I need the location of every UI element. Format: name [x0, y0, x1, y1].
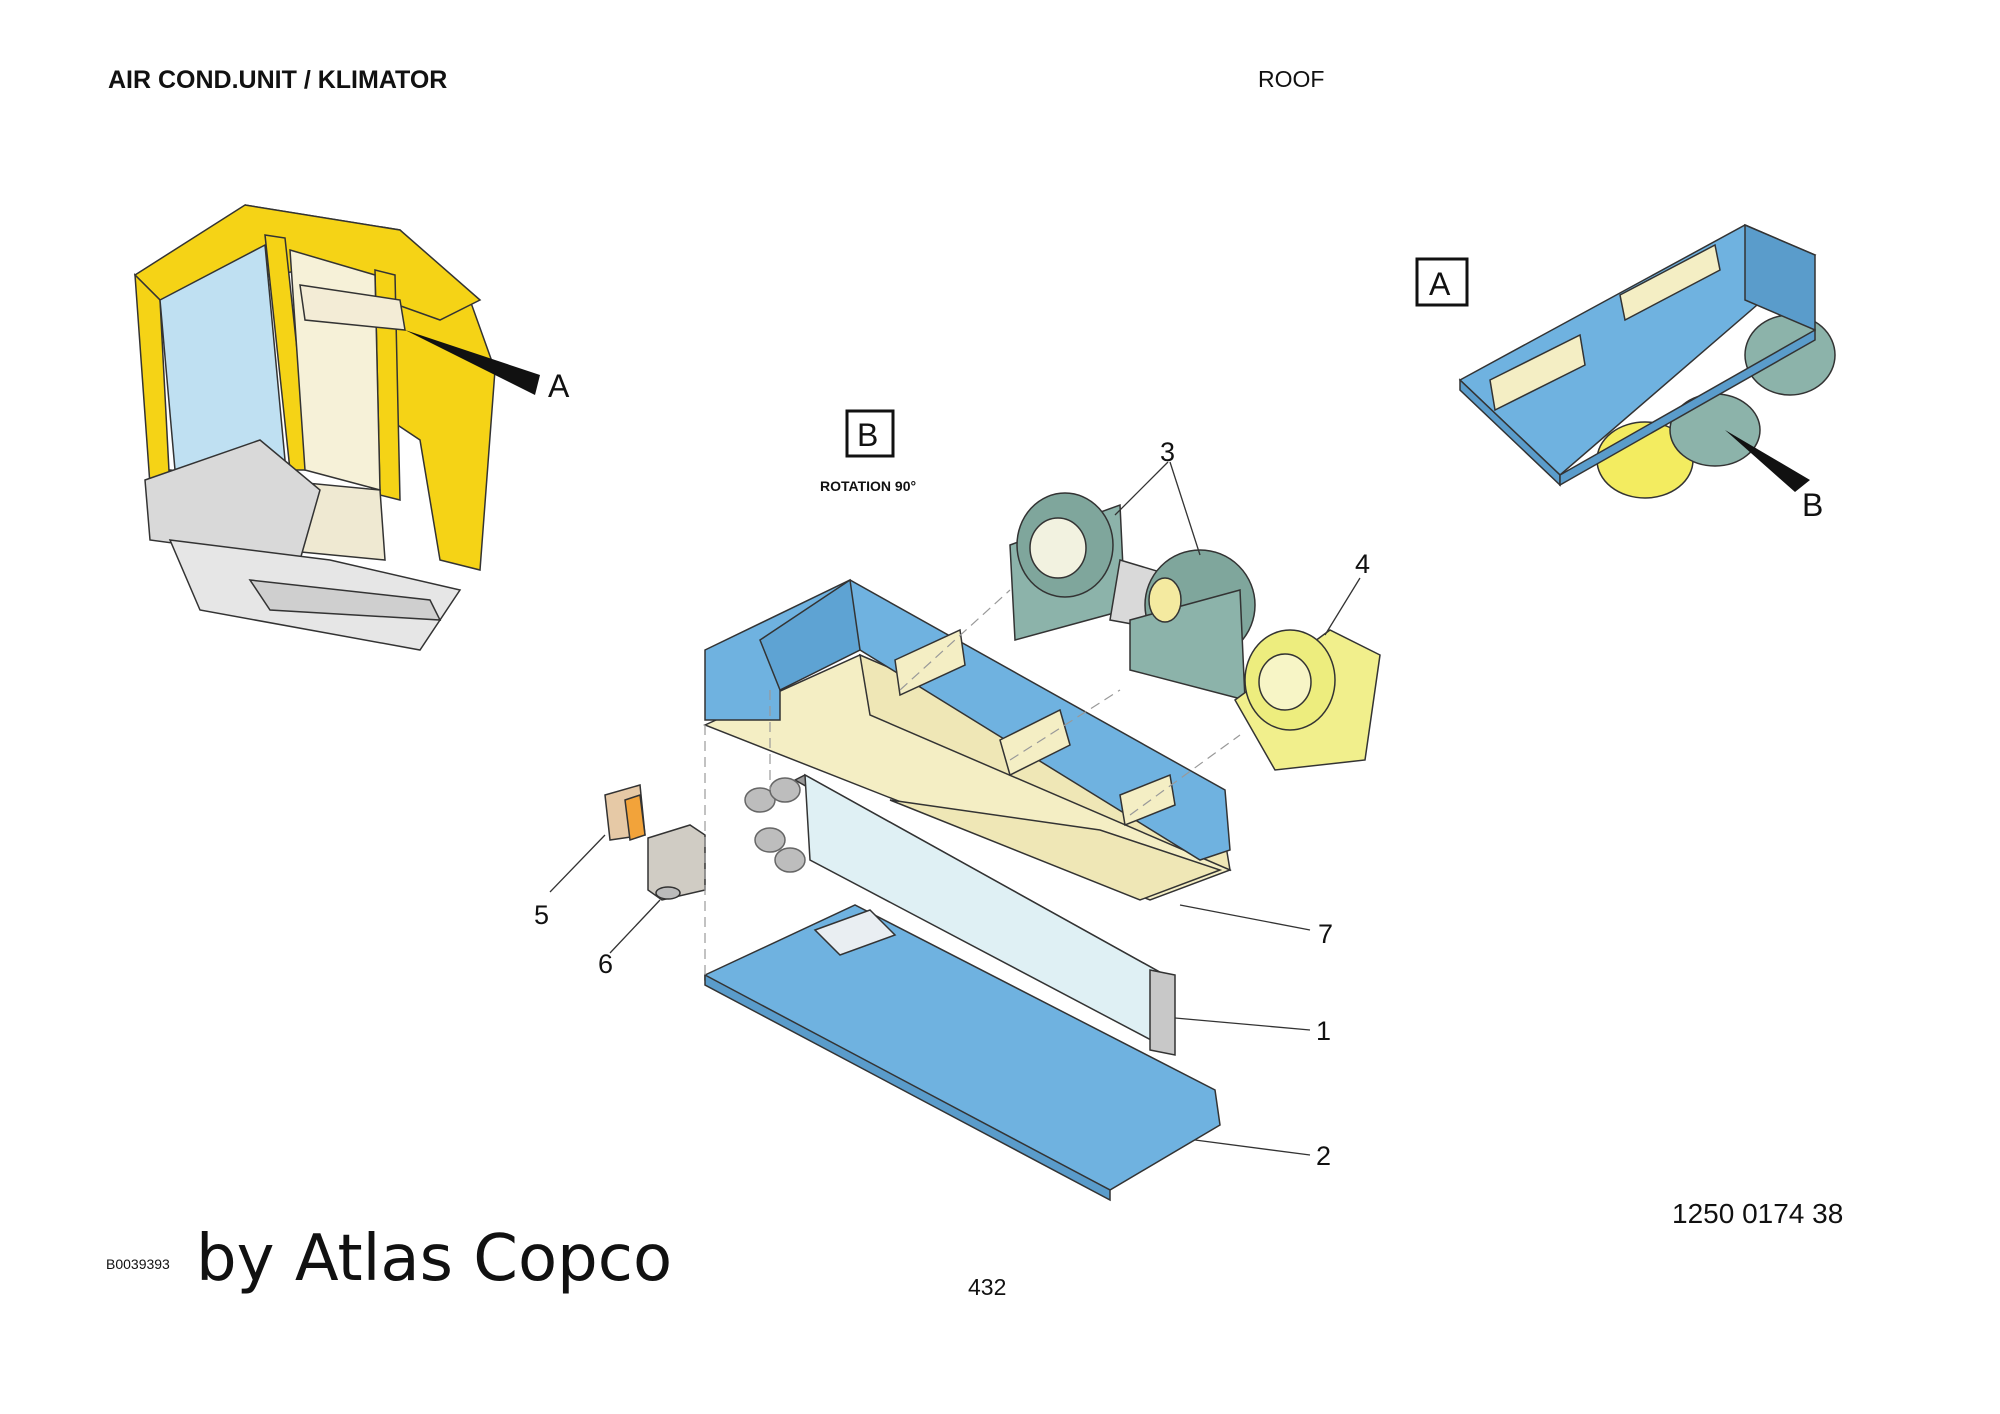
- callout-7: 7: [1318, 919, 1333, 949]
- item-3-fan-pair: [1009, 492, 1256, 701]
- callout-leaders: [549, 461, 1361, 1156]
- section-label: ROOF: [1258, 66, 1325, 92]
- coil-pipes: [744, 777, 806, 873]
- view-a-box: [1415, 257, 1469, 307]
- view-b-note: ROTATION 90°: [820, 478, 916, 494]
- callout-3: 3: [1160, 437, 1175, 467]
- callout-5: 5: [534, 900, 549, 930]
- unit-pointer-label: B: [1802, 487, 1823, 523]
- unit-assembly-view: [1458, 223, 1836, 499]
- view-b-label: B: [857, 417, 878, 453]
- brand-label: by Atlas Copco: [196, 1222, 673, 1296]
- callout-6: 6: [598, 949, 613, 979]
- view-a-label: A: [1429, 266, 1451, 302]
- page-title: AIR COND.UNIT / KLIMATOR: [108, 66, 448, 94]
- cab-illustration: [133, 204, 496, 651]
- unit-pointer-arrow: [1725, 430, 1810, 492]
- callout-2: 2: [1316, 1141, 1331, 1171]
- part-number: 1250 0174 38: [1672, 1198, 1844, 1229]
- item-2-cover: [704, 904, 1221, 1202]
- drawing-id: B0039393: [106, 1256, 170, 1272]
- assembly-guide-lines: [704, 589, 1241, 975]
- callout-4: 4: [1355, 549, 1370, 579]
- item-5-bracket: [604, 784, 646, 842]
- page-number: 432: [968, 1274, 1007, 1300]
- view-b-box: [845, 409, 895, 458]
- item-1-coil: [744, 773, 1176, 1056]
- callout-1: 1: [1316, 1016, 1331, 1046]
- item-4-fan: [1234, 629, 1381, 771]
- item-6-valve: [647, 824, 706, 901]
- cab-pointer-arrow: [405, 330, 540, 395]
- cab-pointer-label: A: [548, 368, 570, 404]
